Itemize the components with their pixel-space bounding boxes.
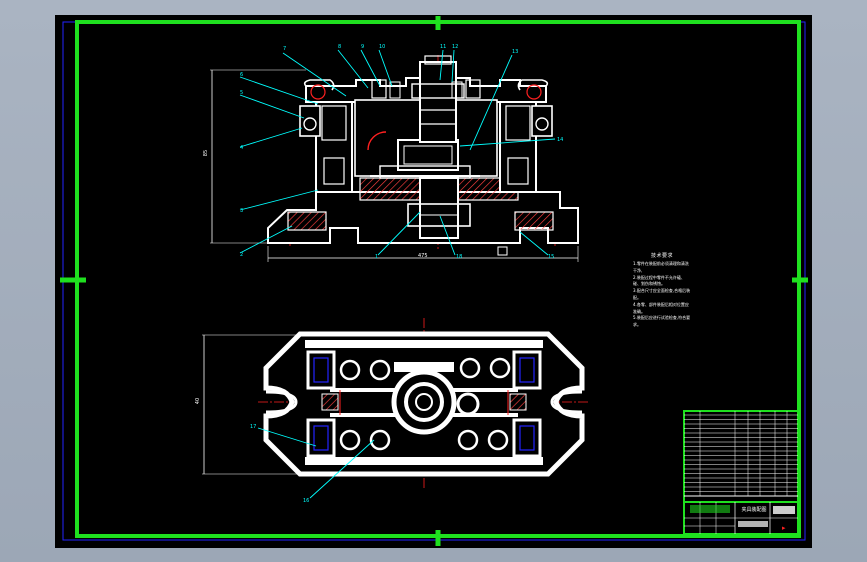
balloon-label: 18 xyxy=(456,254,462,260)
balloon-label: 1 xyxy=(375,254,378,260)
balloon-label: 5 xyxy=(240,90,243,96)
sheet-mark: ▸ xyxy=(782,524,786,532)
balloon-label: 8 xyxy=(338,44,341,50)
title-block: ▸ xyxy=(683,410,799,535)
balloon-label: 16 xyxy=(303,498,309,504)
balloon-label: 11 xyxy=(440,44,446,50)
technical-requirement-line: 5.装配后应进行试验检查,符合要求。 xyxy=(633,315,691,328)
technical-requirements-lines: 1.零件在装配前必须清理和清洗干净,2.装配过程中零件不允许磕、碰、划伤和锈蚀。… xyxy=(633,261,691,329)
plan-view-leaders xyxy=(257,427,375,499)
technical-requirement-line: 4.各零、部件装配后相对位置应准确。 xyxy=(633,301,689,314)
dimension-overall-height: 85 xyxy=(203,149,210,157)
balloon-label: 6 xyxy=(240,72,243,78)
plan-view xyxy=(202,318,590,488)
balloon-label: 9 xyxy=(361,44,364,50)
technical-requirement-line: 1.零件在装配前必须清理和清洗干净, xyxy=(633,261,689,273)
technical-requirement-line: 2.装配过程中零件不允许磕、碰、划伤和锈蚀。 xyxy=(633,274,685,287)
dimension-plan-height: 40 xyxy=(195,397,202,405)
balloon-label: 2 xyxy=(240,252,243,258)
balloon-label: 14 xyxy=(557,137,563,143)
title-block-caption: 夹具装配图 xyxy=(741,507,767,513)
front-section-view xyxy=(210,55,579,262)
front-view-leaders xyxy=(239,49,556,256)
balloon-label: 10 xyxy=(379,44,385,50)
balloon-label: 17 xyxy=(250,424,256,430)
technical-requirement-line: 3.配合尺寸应全面检查,合格后装配。 xyxy=(633,288,691,300)
balloon-label: 13 xyxy=(512,49,518,55)
balloon-label: 4 xyxy=(240,145,243,151)
technical-requirements: 技术要求 1.零件在装配前必须清理和清洗干净,2.装配过程中零件不允许磕、碰、划… xyxy=(633,252,691,329)
balloon-label: 7 xyxy=(283,46,286,52)
balloon-label: 15 xyxy=(548,254,554,260)
balloon-label: 12 xyxy=(452,44,458,50)
balloon-label: 3 xyxy=(240,208,243,214)
dimension-overall-width: 475 xyxy=(418,253,428,259)
technical-requirements-title: 技术要求 xyxy=(650,253,673,259)
